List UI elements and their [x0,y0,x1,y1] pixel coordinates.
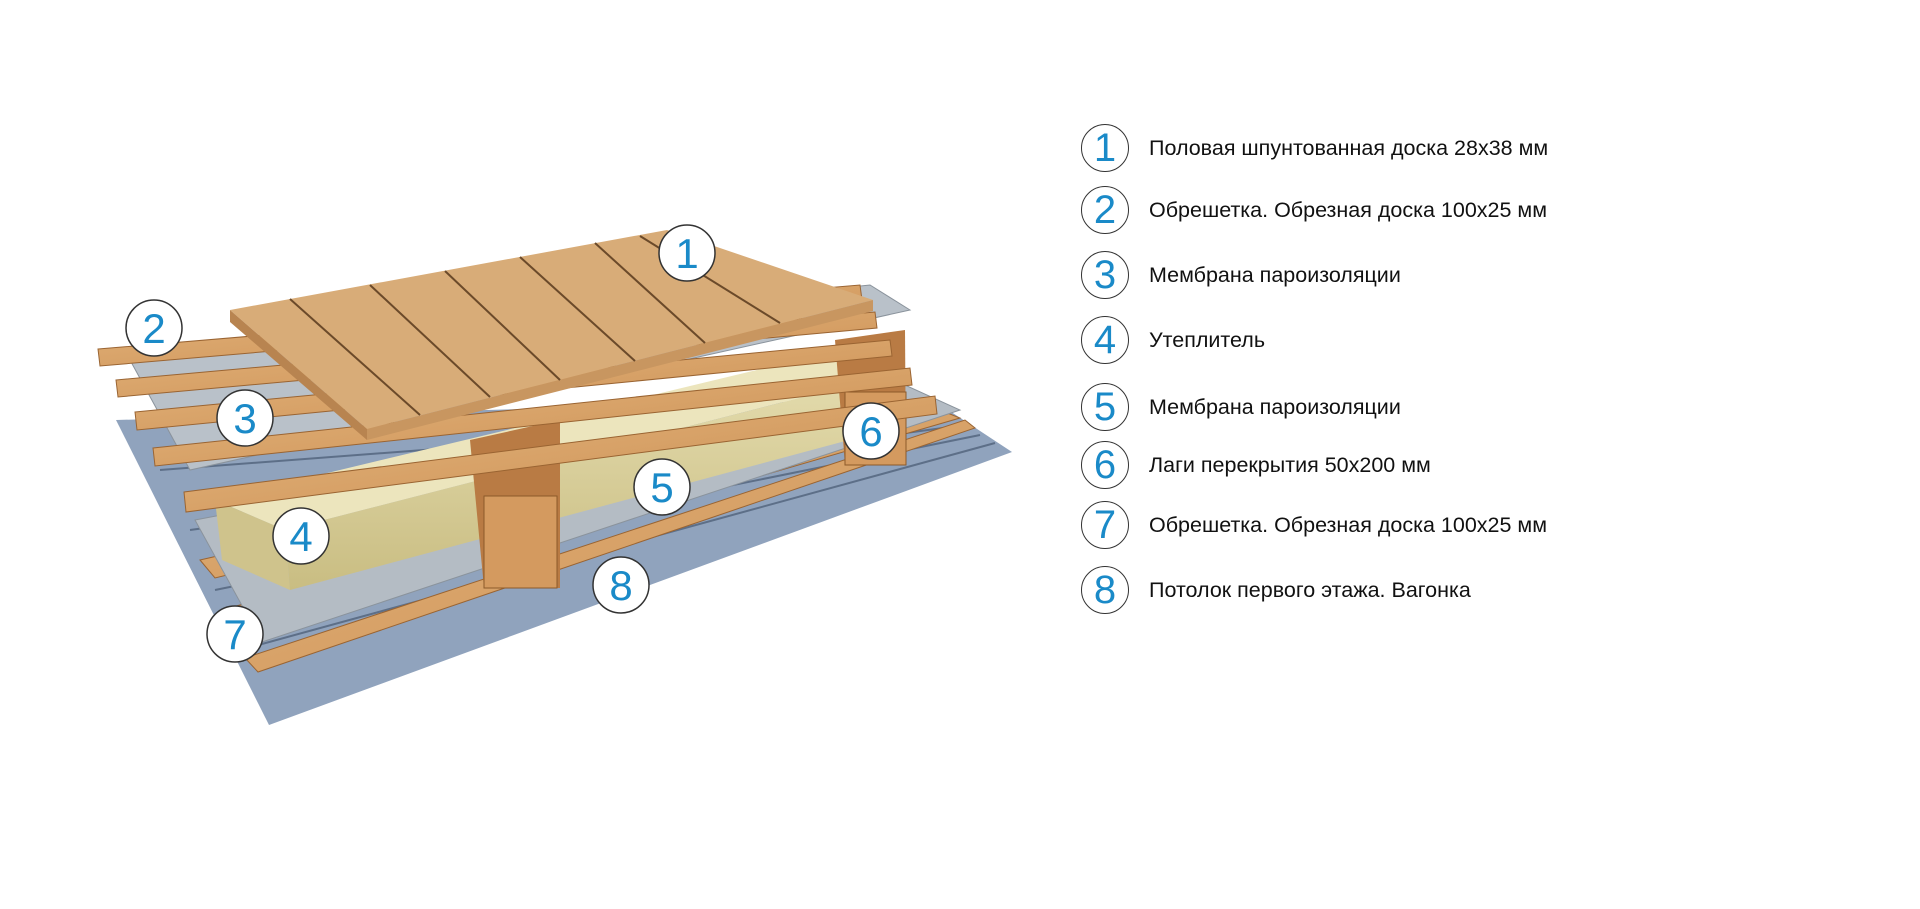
legend-text: Утеплитель [1149,327,1266,352]
legend-number: 4 [1081,316,1129,364]
legend-item: 1 Половая шпунтованная доска 28х38 мм [1081,122,1548,174]
callouts: 1 2 3 4 5 6 7 8 [125,224,900,663]
legend-text: Обрешетка. Обрезная доска 100х25 мм [1149,197,1547,222]
callout-1: 1 [658,224,716,282]
legend-item: 3 Мембрана пароизоляции [1081,249,1401,301]
callout-number: 2 [142,305,165,352]
legend-item: 8 Потолок первого этажа. Вагонка [1081,564,1471,616]
callout-number: 1 [675,230,698,277]
legend-text: Потолок первого этажа. Вагонка [1149,577,1471,602]
legend-item: 4 Утеплитель [1081,314,1265,366]
callout-8: 8 [592,556,650,614]
callout-number: 5 [650,464,673,511]
legend-number: 6 [1081,441,1129,489]
callout-number: 3 [233,395,256,442]
floor-boards-layer [230,230,873,440]
legend-item: 6 Лаги перекрытия 50х200 мм [1081,439,1431,491]
legend-item: 7 Обрешетка. Обрезная доска 100х25 мм [1081,499,1547,551]
callout-3: 3 [216,389,274,447]
callout-number: 7 [223,611,246,658]
legend-item: 5 Мембрана пароизоляции [1081,381,1401,433]
callout-number: 4 [289,513,312,560]
legend-text: Мембрана пароизоляции [1149,394,1401,419]
legend-number: 1 [1081,124,1129,172]
legend-number: 8 [1081,566,1129,614]
callout-6: 6 [842,402,900,460]
callout-4: 4 [272,507,330,565]
callout-number: 8 [609,562,632,609]
legend-number: 3 [1081,251,1129,299]
legend-number: 5 [1081,383,1129,431]
legend-text: Обрешетка. Обрезная доска 100х25 мм [1149,512,1547,537]
legend-number: 7 [1081,501,1129,549]
legend-item: 2 Обрешетка. Обрезная доска 100х25 мм [1081,184,1547,236]
legend-text: Лаги перекрытия 50х200 мм [1149,452,1431,477]
legend-text: Мембрана пароизоляции [1149,262,1401,287]
callout-5: 5 [633,458,691,516]
legend-number: 2 [1081,186,1129,234]
callout-2: 2 [125,299,183,357]
callout-7: 7 [206,605,264,663]
callout-number: 6 [859,408,882,455]
legend-text: Половая шпунтованная доска 28х38 мм [1149,135,1549,160]
